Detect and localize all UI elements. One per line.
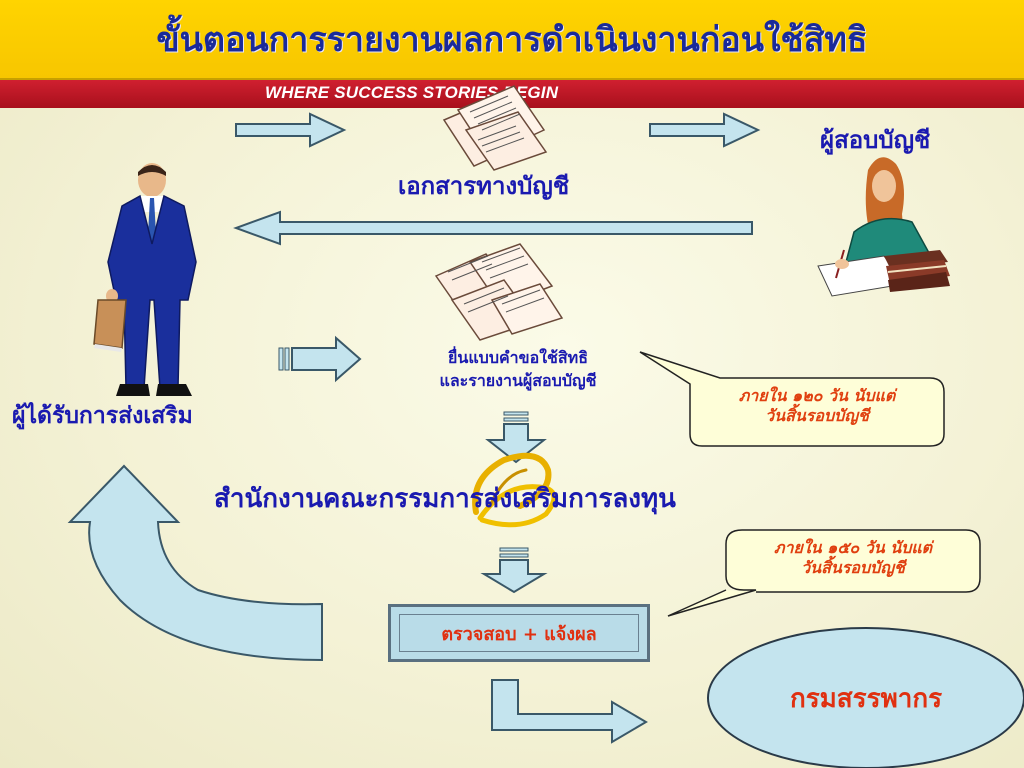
auditor-icon <box>817 157 950 297</box>
check-notify-label: ตรวจสอบ + แจ้งผล <box>399 614 639 652</box>
businessman-icon <box>93 163 197 396</box>
callout-150-line1: ภายใน ๑๕๐ วัน นับแต่ <box>773 538 933 557</box>
arrow-right-submission <box>278 335 362 383</box>
arrow-down-2 <box>480 547 548 594</box>
label-auditor: ผู้สอบบัญชี <box>820 126 931 154</box>
arrow-elbow-revenue <box>491 679 648 744</box>
label-boi: สำนักงานคณะกรรมการส่งเสริมการลงทุน <box>214 484 676 514</box>
callout-120-line2: วันสิ้นรอบบัญชี <box>765 406 869 425</box>
callout-120-days-shape <box>639 351 945 447</box>
callout-150-line2: วันสิ้นรอบบัญชี <box>801 558 905 577</box>
title-bar: ขั้นตอนการรายงานผลการดำเนินงานก่อนใช้สิท… <box>0 0 1024 80</box>
callout-120-line1: ภายใน ๑๒๐ วัน นับแต่ <box>738 386 896 405</box>
arrow-right-top-left <box>235 112 347 148</box>
label-accounting-docs: เอกสารทางบัญชี <box>398 172 570 200</box>
slogan-text: WHERE SUCCESS STORIES BEGIN <box>265 83 559 102</box>
arrow-right-top-right <box>649 112 761 148</box>
check-notify-box: ตรวจสอบ + แจ้งผล <box>388 604 650 662</box>
revenue-dept-ellipse <box>707 627 1024 768</box>
arrow-left-long <box>233 210 753 246</box>
label-revenue-dept: กรมสรรพากร <box>789 683 943 714</box>
boi-logo-icon <box>472 452 557 528</box>
documents-icon-top <box>442 85 548 171</box>
documents-icon-middle <box>434 243 564 341</box>
arrow-curved-return <box>67 464 323 662</box>
label-submit-line1: ยื่นแบบคำขอใช้สิทธิ <box>448 348 588 367</box>
label-promoted-person: ผู้ได้รับการส่งเสริม <box>12 403 193 429</box>
callout-150-days-shape <box>667 529 981 617</box>
label-submit-line2: และรายงานผู้สอบบัญชี <box>439 371 597 390</box>
arrow-down-1 <box>485 411 547 464</box>
page-title: ขั้นตอนการรายงานผลการดำเนินงานก่อนใช้สิท… <box>156 20 868 60</box>
